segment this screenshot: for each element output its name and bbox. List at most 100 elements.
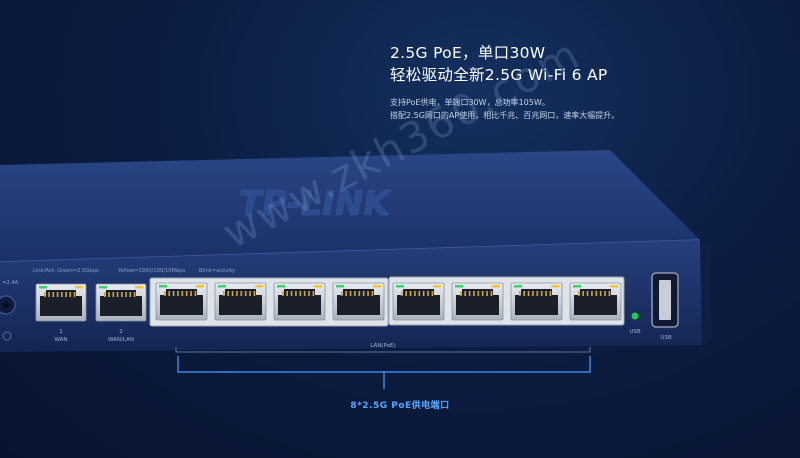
lan-port-7-led-left <box>396 285 404 288</box>
lan-port-4-pin <box>231 291 234 296</box>
lan-port-7-pin <box>414 291 416 296</box>
wan-port-label: WAN/LAN <box>108 337 134 343</box>
callout-bracket <box>177 356 591 373</box>
wan-port-1[interactable] <box>35 283 87 322</box>
lan-port-10-pin <box>604 291 606 296</box>
headline: 2.5G PoE，单口30W 轻松驱动全新2.5G Wi-Fi 6 AP <box>390 42 608 86</box>
lan-port-number: 5 <box>294 332 298 338</box>
lan-port-10-pin <box>591 291 593 296</box>
lan-port-number: 8 <box>472 332 476 338</box>
lan-port-4-pin <box>227 291 229 296</box>
wan-port-number: 2 <box>119 329 123 335</box>
lan-port-5[interactable] <box>273 282 326 321</box>
legend-yellow: Yellow=1000/100/10Mbps <box>117 268 186 274</box>
wan-port-2-pin <box>129 292 132 297</box>
lan-port-7-led-right <box>433 285 441 288</box>
lan-port-7[interactable] <box>392 282 445 321</box>
wan-port-1-led-right <box>75 286 83 289</box>
lan-port-4-led-right <box>255 285 263 288</box>
lan-port-8[interactable] <box>451 282 504 321</box>
lan-port-number: 4 <box>235 332 239 338</box>
lan-port-10-pin <box>608 291 611 296</box>
lan-port-5-pin <box>290 291 293 296</box>
lan-port-4-led-left <box>218 285 226 288</box>
lan-port-6-led-left <box>336 285 344 288</box>
wan-port-1-pin <box>69 292 72 297</box>
description-line-2: 搭配2.5G网口的AP使用，相比千兆、百兆网口，速率大幅提升。 <box>390 111 620 120</box>
lan-port-7-pin <box>431 291 434 296</box>
lan-port-8-pin <box>490 291 493 296</box>
wan-port-1-pin <box>73 292 76 297</box>
wan-port-2[interactable] <box>95 283 147 322</box>
wan-port-2-pin <box>112 292 115 297</box>
lan-port-10-pin <box>599 291 602 296</box>
lan-port-5-pin <box>295 291 297 296</box>
lan-port-5-pin <box>308 291 310 296</box>
lan-port-4[interactable] <box>214 282 267 321</box>
lan-frame-left <box>149 277 389 327</box>
ground-symbol-icon <box>2 331 12 341</box>
lan-port-8-pin <box>477 291 480 296</box>
brand-logo: TP-LINK <box>235 184 394 224</box>
lan-port-10-pin <box>582 291 584 296</box>
lan-port-6-pin <box>341 291 343 296</box>
lan-bracket <box>175 347 591 353</box>
wan-port-1-pin <box>52 292 55 297</box>
lan-port-5-pin <box>299 291 302 296</box>
lan-group-label: LAN(PoE) <box>370 343 395 349</box>
lan-port-4-pin <box>249 291 251 296</box>
wan-port-1-pin <box>44 292 46 297</box>
lan-port-3-pin <box>194 291 197 296</box>
usb-port-label: USB <box>660 335 672 341</box>
lan-port-8-led-left <box>455 285 463 288</box>
lan-port-7-pin <box>422 291 425 296</box>
power-jack-pin <box>3 302 9 308</box>
lan-port-6-led-right <box>373 285 381 288</box>
lan-port-9[interactable] <box>510 282 563 321</box>
lan-frame-right <box>388 276 625 326</box>
wan-port-1-pin <box>48 292 50 297</box>
lan-port-10[interactable] <box>569 282 622 321</box>
lan-port-3[interactable] <box>155 282 208 321</box>
lan-port-10-led-left <box>573 285 581 288</box>
lan-port-9-pin <box>540 291 543 296</box>
lan-port-10-led-right <box>610 285 618 288</box>
lan-port-number: 10 <box>589 332 596 338</box>
lan-port-4-pin <box>253 291 256 296</box>
lan-port-8-led-right <box>492 285 500 288</box>
lan-port-7-socket <box>397 289 440 315</box>
lan-port-9-pin <box>519 291 521 296</box>
lan-port-3-pin <box>181 291 184 296</box>
usb-led-indicator <box>630 311 640 321</box>
lan-port-number: 3 <box>174 332 178 338</box>
lan-port-3-led-right <box>196 285 204 288</box>
lan-port-6[interactable] <box>332 282 385 321</box>
lan-port-10-socket <box>574 289 617 315</box>
lan-port-9-pin <box>545 291 547 296</box>
lan-port-7-pin <box>409 291 412 296</box>
lan-port-9-socket <box>515 289 558 315</box>
caption: 8*2.5G PoE供电端口 <box>0 398 800 411</box>
lan-port-6-pin <box>362 291 365 296</box>
lan-port-7-pin <box>427 291 429 296</box>
lan-port-6-pin <box>345 291 347 296</box>
lan-port-3-pin <box>168 291 170 296</box>
lan-port-7-pin <box>418 291 421 296</box>
usb-led-label: USB <box>629 329 641 335</box>
lan-port-9-pin <box>523 291 525 296</box>
lan-port-5-led-left <box>277 285 285 288</box>
lan-port-9-led-right <box>551 285 559 288</box>
usb-port-tongue <box>659 280 671 320</box>
lan-port-6-socket <box>337 289 380 315</box>
lan-port-3-pin <box>164 291 166 296</box>
lan-port-number: 6 <box>353 332 357 338</box>
lan-port-9-pin <box>532 291 534 296</box>
lan-port-6-pin <box>358 291 361 296</box>
wan-port-2-pin <box>116 292 119 297</box>
legend-blink: Blink=activity <box>199 268 235 274</box>
lan-port-3-pin <box>185 291 188 296</box>
lan-port-5-pin <box>312 291 315 296</box>
